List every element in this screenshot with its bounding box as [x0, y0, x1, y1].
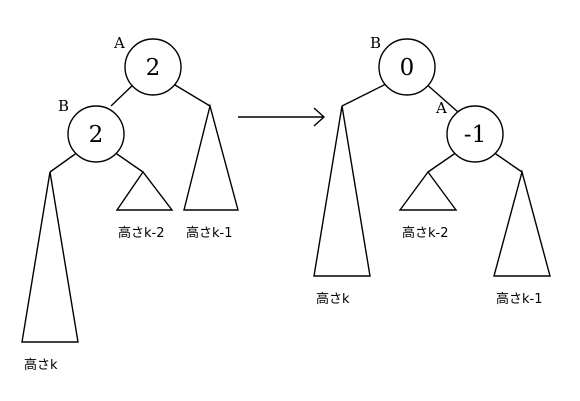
- edge-b-left-subtree-after: [341, 81, 391, 107]
- transform-arrow: [238, 107, 326, 127]
- right-right-height-label: 高さk-1: [496, 291, 543, 307]
- right-root-value: 0: [400, 55, 415, 81]
- edge-b-left-subtree: [49, 151, 79, 173]
- left-right-subtree: [183, 103, 239, 211]
- edge-b-middle-subtree: [113, 151, 144, 173]
- left-small-subtree: [115, 170, 174, 211]
- arrow-head-icon: [313, 107, 326, 127]
- left-child-value: 2: [89, 122, 104, 148]
- left-child-name: B: [58, 97, 69, 115]
- edge-a-middle-subtree: [427, 151, 458, 173]
- left-big-height-label: 高さk: [24, 357, 58, 373]
- left-big-subtree: [21, 171, 79, 343]
- right-small-height-label: 高さk-2: [402, 225, 449, 241]
- right-child-value: -1: [464, 122, 486, 148]
- right-big-height-label: 高さk: [316, 291, 350, 307]
- left-root-node: [124, 38, 182, 96]
- left-right-height-label: 高さk-1: [186, 225, 233, 241]
- right-big-subtree: [313, 105, 371, 277]
- left-child-node: [67, 105, 125, 163]
- edge-a-right-subtree-after: [492, 151, 523, 173]
- edge-b-a: [423, 81, 459, 113]
- left-tree: 2 A 2 B 高さk-2 高さk-1 高さk: [21, 34, 239, 373]
- right-child-node: [446, 105, 504, 163]
- right-root-node: [378, 38, 436, 96]
- right-tree: 0 B -1 A 高さk-2 高さk 高さk-1: [313, 34, 551, 307]
- right-child-name: A: [435, 99, 447, 117]
- right-small-subtree: [398, 170, 458, 211]
- left-root-name: A: [113, 34, 125, 52]
- left-root-value: 2: [146, 55, 161, 81]
- right-right-subtree: [493, 169, 551, 277]
- left-small-height-label: 高さk-2: [118, 225, 165, 241]
- edge-a-right-subtree: [169, 81, 211, 107]
- right-root-name: B: [370, 34, 381, 52]
